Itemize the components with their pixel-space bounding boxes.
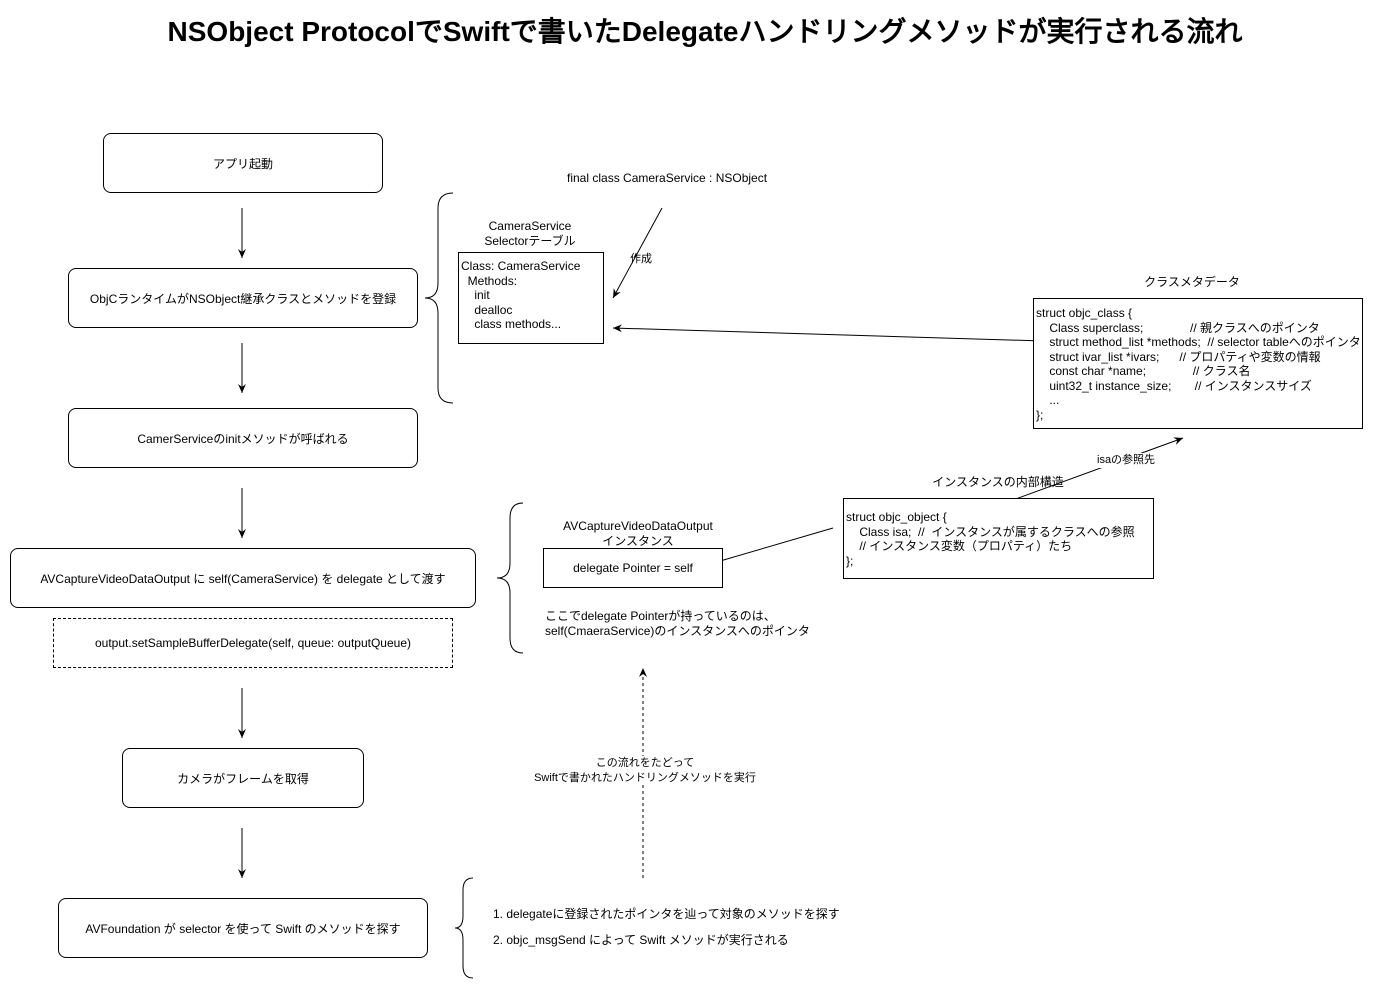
arrow-self [702,527,834,568]
trace-note-line1: この流れをたどって [595,757,695,769]
arrow-methods [612,324,1044,342]
step-1: 1. delegateに登録されたポインタを辿って対象のメソッドを探す [493,907,840,921]
flow-step-set-delegate: AVCaptureVideoDataOutput に self(CameraSe… [10,548,476,608]
instance-struct-box: struct objc_object { Class isa; // インスタン… [843,498,1154,579]
selector-table-label: CameraService Selectorテーブル [484,219,575,248]
class-meta-label: クラスメタデータ [1144,275,1240,289]
step-2: 2. objc_msgSend によって Swift メソッドが実行される [493,933,789,947]
selector-table-box: Class: CameraService Methods: init deall… [458,252,604,344]
flow-step-capture-frame: カメラがフレームを取得 [122,748,364,808]
av-output-label-line1: AVCaptureVideoDataOutput [563,519,713,533]
create-label: 作成 [630,253,652,265]
av-output-label: AVCaptureVideoDataOutput インスタンス [563,519,713,548]
flow-step-app-launch: アプリ起動 [103,133,383,193]
class-meta-box: struct objc_class { Class superclass; //… [1033,298,1363,429]
brace-3 [454,877,474,979]
trace-note-line2: Swiftで書かれたハンドリングメソッドを実行 [534,771,756,784]
trace-note: この流れをたどって Swiftで書かれたハンドリングメソッドを実行 [534,756,756,785]
selector-table-label-line2: Selectorテーブル [484,233,576,248]
pointer-note-line2: self(CmaeraService)のインスタンスへのポインタ [545,623,810,638]
pointer-note: ここでdelegate Pointerが持っているのは、 self(Cmaera… [545,609,810,638]
page-title: NSObject ProtocolでSwiftで書いたDelegateハンドリン… [167,16,1243,47]
av-output-label-line2: インスタンス [602,533,674,548]
arrow-create [612,207,663,299]
selector-table-label-line1: CameraService [488,219,572,233]
brace-2 [496,502,524,654]
flow-step-init: CamerServiceのinitメソッドが呼ばれる [68,408,418,468]
flow-step-find-method: AVFoundation が selector を使って Swift のメソッド… [58,898,428,958]
brace-1 [424,192,454,404]
class-declaration: final class CameraService : NSObject [567,171,768,185]
pointer-note-line1: ここでdelegate Pointerが持っているのは、 [545,609,776,623]
isa-label: isaの参照先 [1097,453,1156,468]
delegate-pointer-box: delegate Pointer = self [543,548,723,588]
code-note: output.setSampleBufferDelegate(self, que… [53,618,453,668]
instance-struct-label: インスタンスの内部構造 [932,475,1064,489]
flow-step-runtime-register: ObjCランタイムがNSObject継承クラスとメソッドを登録 [68,268,418,328]
